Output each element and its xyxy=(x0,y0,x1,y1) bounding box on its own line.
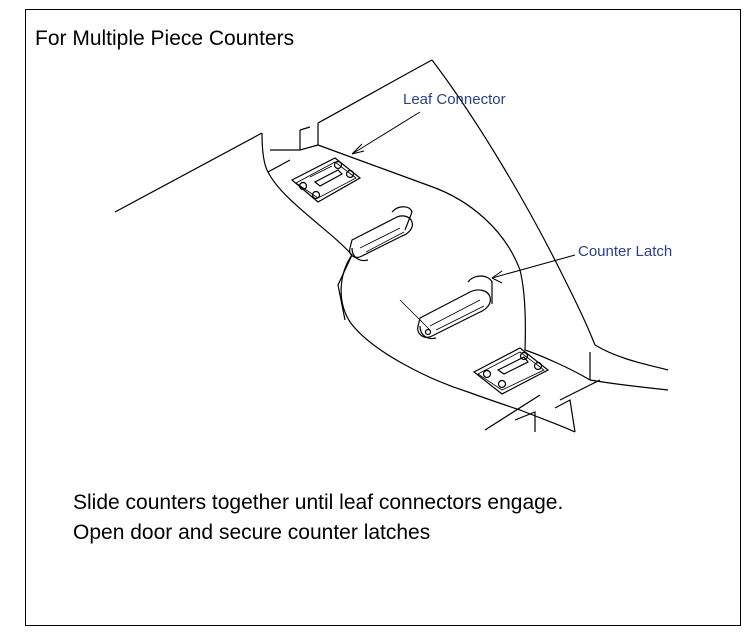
instruction-line-2: Open door and secure counter latches xyxy=(73,521,431,544)
leaf-connector-label: Leaf Connector xyxy=(403,91,506,108)
leaf-connector-top xyxy=(290,157,362,203)
counter-latch-upper xyxy=(349,206,413,262)
counter-latch-lower xyxy=(417,275,493,340)
left-counter-edge xyxy=(114,132,263,213)
counter-body-outline xyxy=(261,132,521,411)
instruction-line-1: Slide counters together until leaf conne… xyxy=(73,491,564,514)
diagram-frame xyxy=(25,9,741,626)
leaf-connector-bottom xyxy=(472,347,550,395)
leaf-connector-arrow xyxy=(351,111,421,155)
right-counter-edge xyxy=(431,59,596,346)
diagram-title: For Multiple Piece Counters xyxy=(35,27,295,50)
top-counter-edge xyxy=(317,59,433,124)
counter-latch-arrow xyxy=(491,254,576,284)
counter-latch-label: Counter Latch xyxy=(578,243,673,260)
